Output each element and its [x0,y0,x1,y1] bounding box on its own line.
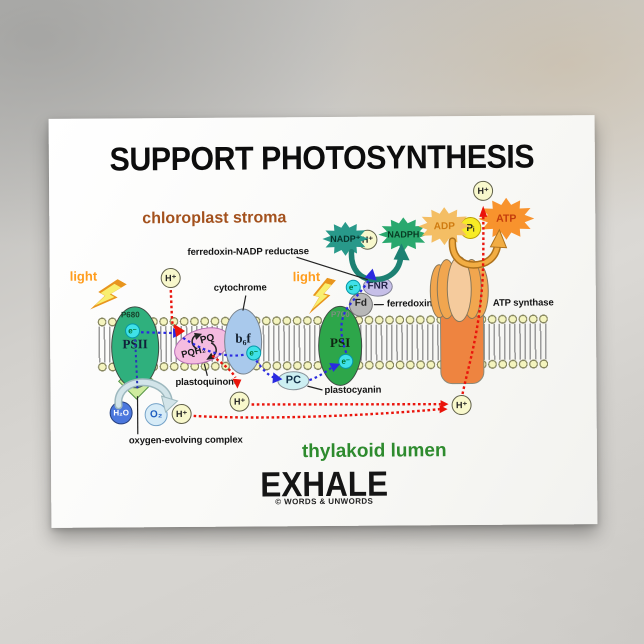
o2-circle: O₂ [144,403,168,427]
atp-label: ATP [496,212,517,225]
nadp-label: NADP⁺ [330,233,361,244]
h-plus-stroma-left: H⁺ [160,267,181,289]
h-plus-stroma-right: H⁺ [473,180,494,201]
atp-synthase [429,255,490,385]
page-title: SUPPORT PHOTOSYNTHESIS [109,137,535,178]
nadp-starburst: NADP⁺ [322,222,368,256]
electron-badge-fnr: e⁻ [345,279,361,295]
h-plus-lumen-mid: H⁺ [229,391,250,412]
nadph-arrow [348,249,404,283]
lumen-label: thylakoid lumen [301,440,447,463]
adp-starburst: ADP [418,207,470,245]
fnr-label: FNR [367,280,389,292]
atp-starburst: ATP [478,198,534,240]
light-label-left: light [69,268,98,284]
psii-p680-label: P680 [120,310,140,320]
b6f-name: b₆f [235,330,251,346]
oec-label: oxygen-evolving complex [128,434,243,447]
psii-name: PSII [122,336,148,352]
fd-label: Fd [354,297,368,309]
h-plus-lumen-right: H⁺ [451,394,472,416]
plastoquinone-label: plastoquinone [175,376,240,389]
cytochrome-label: cytochrome [213,282,267,294]
psi-name: PSI [329,334,351,350]
plastocyanin-pointer [307,385,323,391]
electron-badge-psii: e⁻ [125,323,141,339]
atp-synthase-label: ATP synthase [492,297,554,309]
h-plus-lumen-left: H⁺ [171,403,192,425]
adp-label: ADP [433,220,455,232]
h2o-circle: H₂O [109,401,133,425]
nadph-starburst: NADPH [378,217,428,251]
pc-label: PC [285,374,302,387]
fnr-full-label: ferredoxin-NADP reductase [187,246,309,258]
postcard: SUPPORT PHOTOSYNTHESIS chloroplast strom… [48,115,598,528]
atp-synthase-stalk [439,313,485,385]
electron-badge-psi: e⁻ [338,353,354,369]
plastocyanin-label: plastocyanin [324,384,382,396]
nadph-label: NADPH [387,229,420,240]
stroma-label: chloroplast stroma [142,209,287,228]
ferredoxin-label: ferredoxin [386,298,433,310]
atp-synthase-front-lobe [446,255,473,323]
electron-badge-b6f: e⁻ [246,345,262,361]
